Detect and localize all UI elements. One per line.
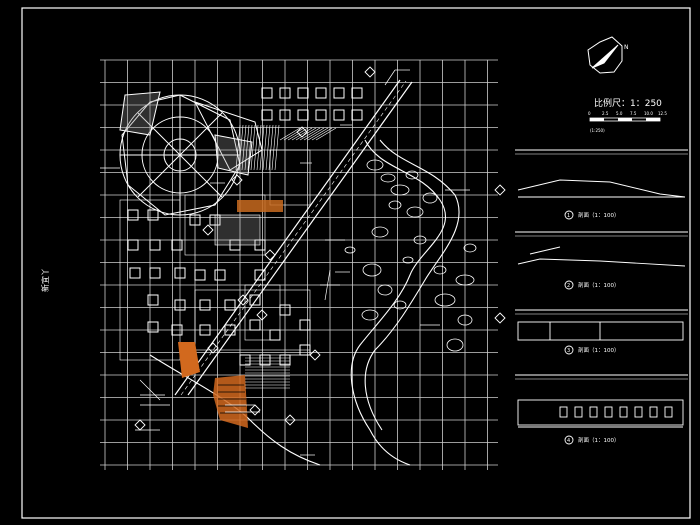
annotation-marks (100, 69, 470, 456)
site-grid (100, 59, 498, 470)
north-label: N (624, 44, 629, 51)
scale-bar (589, 117, 661, 122)
left-side-label: 新宜丫 (40, 268, 50, 292)
section-marker-number: 1 (567, 213, 570, 219)
section-marker-circle (564, 435, 574, 445)
scale-tick-label: 7.5 (630, 111, 637, 116)
scale-tick-label: 12.5 (658, 111, 667, 116)
scale-bar-unit: (1:250) (590, 128, 605, 133)
drawing-frame (21, 7, 691, 519)
section-drawings: 1 剖面（1：100） 2 剖面（1：100） 3 剖面（1：100） 4 剖面（1：100） (515, 149, 688, 445)
section-title: 剖面（1：100） (578, 281, 620, 289)
section-title: 剖面（1：100） (578, 346, 620, 354)
section-marker-number: 4 (567, 438, 570, 444)
section-marker-circle (564, 210, 574, 220)
section-marker-circle (564, 280, 574, 290)
scale-tick-label: 10.0 (644, 111, 653, 116)
scale-tick-label: 2.5 (602, 111, 609, 116)
circular-plaza (119, 91, 263, 216)
scale-tick-label: 0 (588, 111, 591, 116)
section-drawing-1: 1 剖面（1：100） (515, 149, 688, 220)
section-title: 剖面（1：100） (578, 436, 620, 444)
scale-label: 比例尺：1：250 (594, 97, 662, 109)
section-marker-number: 3 (567, 348, 570, 354)
scale-tick-label: 5.0 (616, 111, 623, 116)
diagonal-road (174, 79, 413, 396)
section-title: 剖面（1：100） (578, 211, 620, 219)
section-drawing-2: 2 剖面（1：100） (515, 231, 688, 290)
section-markers (134, 66, 506, 431)
north-arrow (587, 36, 623, 74)
scale-bar-ticks: 0 2.5 5.0 7.5 10.0 12.5 (588, 111, 667, 116)
section-marker-number: 2 (567, 283, 570, 289)
section-marker-circle (564, 345, 574, 355)
building-blocks (119, 87, 363, 366)
rock-features (344, 159, 477, 352)
stair-hatch-areas (235, 124, 337, 389)
section-drawing-3: 3 剖面（1：100） (515, 309, 688, 355)
orange-hatch-areas (178, 200, 283, 428)
section-drawing-4: 4 剖面（1：100） (515, 374, 688, 445)
